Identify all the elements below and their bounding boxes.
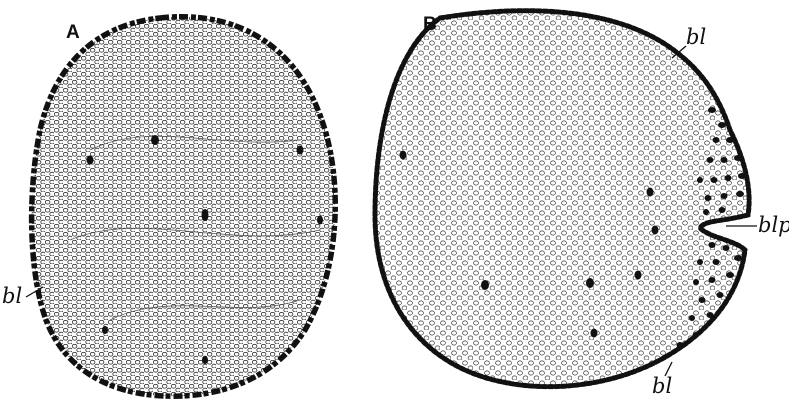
panel-b-bl-bottom-label: bl bbox=[652, 374, 672, 398]
panel-b-blp-label: blp bbox=[758, 213, 789, 237]
panel-b-letter: B bbox=[423, 14, 437, 35]
panel-a-bl-label: bl bbox=[2, 284, 22, 308]
panel-b-bl-top-label: bl bbox=[686, 25, 706, 49]
panel-b-section: B bl blp bl bbox=[375, 11, 789, 398]
panel-a-section: A bl bbox=[2, 17, 335, 396]
panel-a-letter: A bbox=[66, 22, 80, 43]
panel-a-yolk-mass bbox=[32, 17, 336, 396]
